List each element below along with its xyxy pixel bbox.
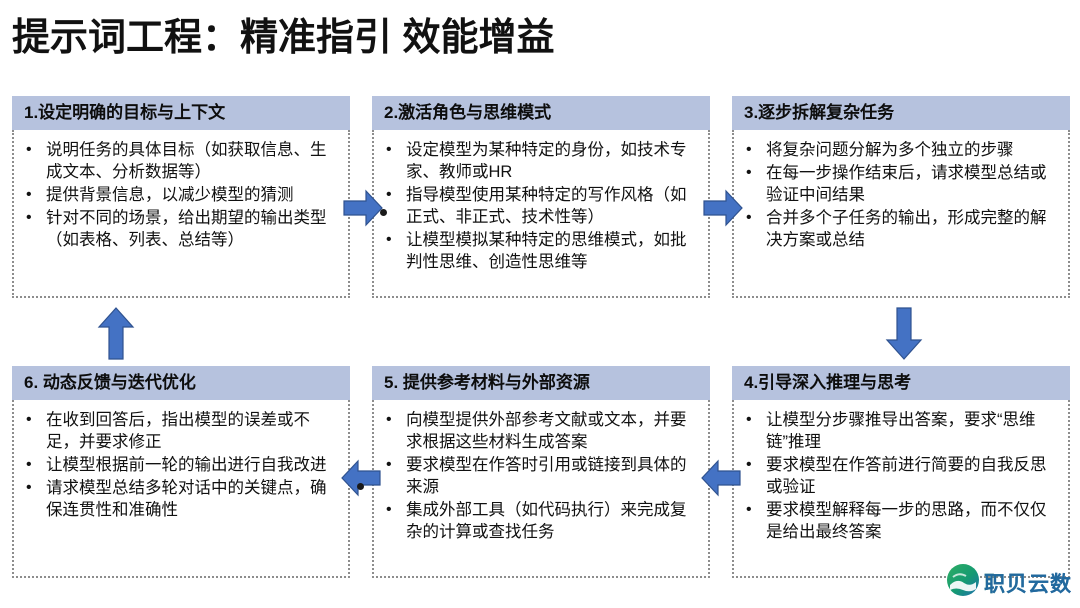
step-card-6: 6. 动态反馈与迭代优化 在收到回答后，指出模型的误差或不足，并要求修正 让模型… bbox=[12, 366, 350, 578]
connector-dot bbox=[380, 209, 387, 216]
step-card-1-bullets: 说明任务的具体目标（如获取信息、生成文本、分析数据等） 提供背景信息，以减少模型… bbox=[20, 139, 340, 252]
step-card-4-bullets: 让模型分步骤推导出答案，要求“思维链”推理 要求模型在作答前进行简要的自我反思或… bbox=[740, 409, 1060, 544]
step-card-6-header: 6. 动态反馈与迭代优化 bbox=[12, 366, 350, 400]
list-item: 要求模型在作答前进行简要的自我反思或验证 bbox=[740, 454, 1060, 499]
arrow-right-icon-2-to-3 bbox=[702, 188, 744, 228]
step-card-2: 2.激活角色与思维模式 设定模型为某种特定的身份，如技术专家、教师或HR 指导模… bbox=[372, 96, 710, 298]
watermark-text: 职贝云数 bbox=[984, 568, 1072, 598]
arrow-up-icon-6-to-1 bbox=[96, 306, 136, 362]
list-item: 集成外部工具（如代码执行）来完成复杂的计算或查找任务 bbox=[380, 499, 700, 544]
step-card-5-body: 向模型提供外部参考文献或文本，并要求根据这些材料生成答案 要求模型在作答时引用或… bbox=[372, 400, 710, 578]
step-card-6-bullets: 在收到回答后，指出模型的误差或不足，并要求修正 让模型根据前一轮的输出进行自我改… bbox=[20, 409, 340, 522]
step-card-2-header: 2.激活角色与思维模式 bbox=[372, 96, 710, 130]
step-card-4: 4.引导深入推理与思考 让模型分步骤推导出答案，要求“思维链”推理 要求模型在作… bbox=[732, 366, 1070, 578]
step-card-1-body: 说明任务的具体目标（如获取信息、生成文本、分析数据等） 提供背景信息，以减少模型… bbox=[12, 130, 350, 298]
list-item: 提供背景信息，以减少模型的猜测 bbox=[20, 184, 340, 207]
step-card-1-header: 1.设定明确的目标与上下文 bbox=[12, 96, 350, 130]
step-card-2-bullets: 设定模型为某种特定的身份，如技术专家、教师或HR 指导模型使用某种特定的写作风格… bbox=[380, 139, 700, 274]
step-card-4-header: 4.引导深入推理与思考 bbox=[732, 366, 1070, 400]
list-item: 在每一步操作结束后，请求模型总结或验证中间结果 bbox=[740, 162, 1060, 207]
list-item: 针对不同的场景，给出期望的输出类型（如表格、列表、总结等） bbox=[20, 207, 340, 252]
list-item: 合并多个子任务的输出，形成完整的解决方案或总结 bbox=[740, 207, 1060, 252]
step-card-3-bullets: 将复杂问题分解为多个独立的步骤 在每一步操作结束后，请求模型总结或验证中间结果 … bbox=[740, 139, 1060, 252]
step-card-3-body: 将复杂问题分解为多个独立的步骤 在每一步操作结束后，请求模型总结或验证中间结果 … bbox=[732, 130, 1070, 298]
page-title: 提示词工程：精准指引 效能增益 bbox=[12, 17, 555, 59]
step-card-2-body: 设定模型为某种特定的身份，如技术专家、教师或HR 指导模型使用某种特定的写作风格… bbox=[372, 130, 710, 298]
list-item: 指导模型使用某种特定的写作风格（如正式、非正式、技术性等） bbox=[380, 184, 700, 229]
step-card-3: 3.逐步拆解复杂任务 将复杂问题分解为多个独立的步骤 在每一步操作结束后，请求模… bbox=[732, 96, 1070, 298]
list-item: 说明任务的具体目标（如获取信息、生成文本、分析数据等） bbox=[20, 139, 340, 184]
step-card-5: 5. 提供参考材料与外部资源 向模型提供外部参考文献或文本，并要求根据这些材料生… bbox=[372, 366, 710, 578]
list-item: 将复杂问题分解为多个独立的步骤 bbox=[740, 139, 1060, 162]
list-item: 让模型分步骤推导出答案，要求“思维链”推理 bbox=[740, 409, 1060, 454]
list-item: 在收到回答后，指出模型的误差或不足，并要求修正 bbox=[20, 409, 340, 454]
step-card-3-header: 3.逐步拆解复杂任务 bbox=[732, 96, 1070, 130]
list-item: 请求模型总结多轮对话中的关键点，确保连贯性和准确性 bbox=[20, 477, 340, 522]
list-item: 设定模型为某种特定的身份，如技术专家、教师或HR bbox=[380, 139, 700, 184]
list-item: 要求模型解释每一步的思路，而不仅仅是给出最终答案 bbox=[740, 499, 1060, 544]
connector-dot bbox=[357, 483, 364, 490]
list-item: 要求模型在作答时引用或链接到具体的来源 bbox=[380, 454, 700, 499]
arrow-left-icon-5-to-6 bbox=[340, 458, 382, 498]
step-card-5-bullets: 向模型提供外部参考文献或文本，并要求根据这些材料生成答案 要求模型在作答时引用或… bbox=[380, 409, 700, 544]
arrow-down-icon-3-to-4 bbox=[884, 306, 924, 362]
step-card-6-body: 在收到回答后，指出模型的误差或不足，并要求修正 让模型根据前一轮的输出进行自我改… bbox=[12, 400, 350, 578]
step-card-1: 1.设定明确的目标与上下文 说明任务的具体目标（如获取信息、生成文本、分析数据等… bbox=[12, 96, 350, 298]
step-card-4-body: 让模型分步骤推导出答案，要求“思维链”推理 要求模型在作答前进行简要的自我反思或… bbox=[732, 400, 1070, 578]
watermark-logo: 职贝云数 bbox=[946, 563, 1072, 602]
arrow-right-icon-1-to-2 bbox=[342, 188, 384, 228]
list-item: 向模型提供外部参考文献或文本，并要求根据这些材料生成答案 bbox=[380, 409, 700, 454]
wave-circle-logo-icon bbox=[946, 563, 980, 602]
list-item: 让模型根据前一轮的输出进行自我改进 bbox=[20, 454, 340, 477]
arrow-left-icon-4-to-5 bbox=[700, 458, 742, 498]
step-card-5-header: 5. 提供参考材料与外部资源 bbox=[372, 366, 710, 400]
list-item: 让模型模拟某种特定的思维模式，如批判性思维、创造性思维等 bbox=[380, 229, 700, 274]
